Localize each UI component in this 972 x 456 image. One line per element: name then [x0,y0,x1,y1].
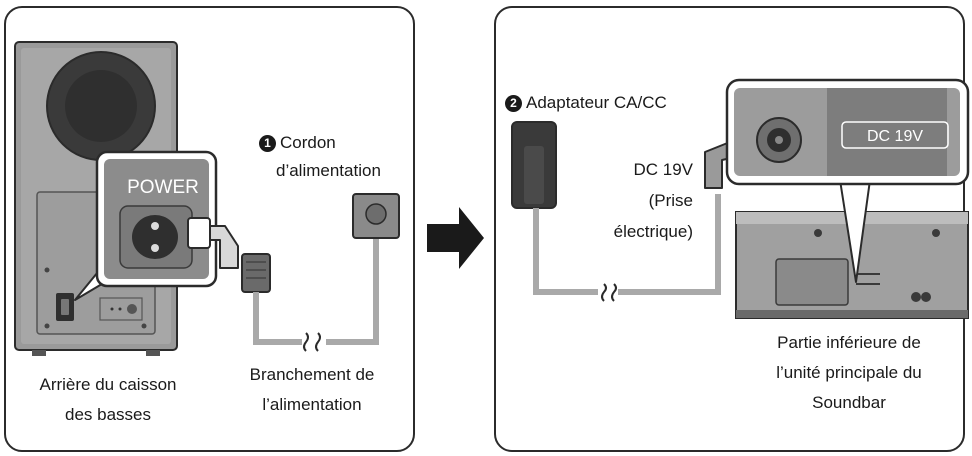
adapter-label-text: Adaptateur CA/CC [526,93,667,112]
dc-label-line3: électrique) [613,222,693,241]
dc-label-line2: (Prise [648,191,693,210]
power-connection-caption-line1: Branchement de [249,365,375,384]
dc-label-line1: DC 19V [633,160,693,179]
power-socket-zoom: POWER [74,150,218,301]
ac-dc-adapter [511,121,755,302]
power-connection-caption-line2: l’alimentation [262,395,362,414]
soundbar-caption-line2: l’unité principale du [776,363,922,382]
step-2-badge: 2 [505,95,522,112]
subwoofer-caption-line1: Arrière du caisson [39,375,177,394]
soundbar-caption-line1: Partie inférieure de [777,333,921,352]
subwoofer-caption-line2: des basses [65,405,151,424]
step-1-badge: 1 [259,135,276,152]
dc-port-zoom: DC 19V [725,78,970,283]
power-cord-label-line1: Cordon [280,133,336,152]
soundbar-caption-line3: Soundbar [812,393,886,412]
power-cord-label-line2: d’alimentation [276,161,381,180]
power-label: POWER [127,177,199,198]
dc-port-label: DC 19V [867,128,923,145]
power-cord [187,193,400,352]
arrow-icon [427,207,484,269]
